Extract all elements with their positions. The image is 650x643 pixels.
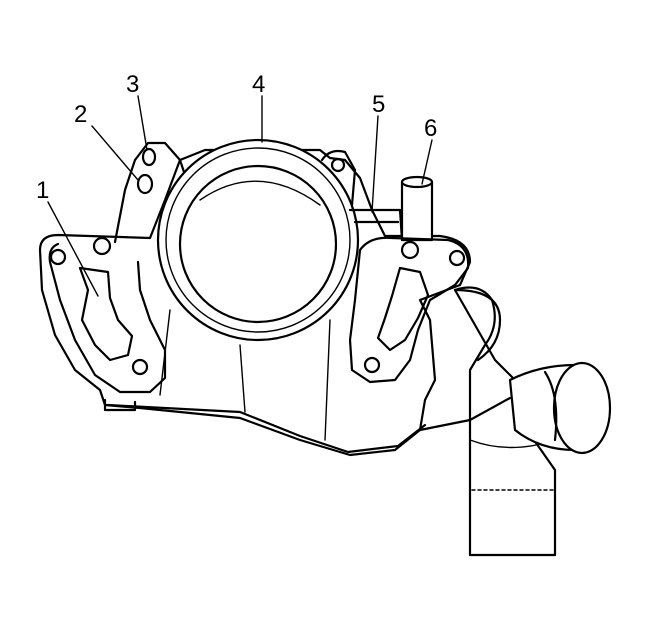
callout-2: 2 xyxy=(74,101,87,128)
right-boss xyxy=(400,240,420,260)
leader-5 xyxy=(371,115,379,213)
inlet-ring-bevel xyxy=(165,147,351,333)
elbow-shoulder xyxy=(453,288,502,362)
callout-6: 6 xyxy=(424,115,437,142)
inlet-inner-ring xyxy=(178,164,338,324)
outlet-neck xyxy=(418,396,512,432)
upper-bracket xyxy=(113,141,188,244)
outlet-cylinder-face xyxy=(552,361,612,455)
right-flange-window xyxy=(376,266,430,352)
top-right-tab xyxy=(320,149,357,207)
leader-1 xyxy=(47,201,99,297)
bracket-hole-3 xyxy=(141,147,157,167)
right-bolt-hole-bottom xyxy=(363,356,381,374)
left-bolt-hole-top xyxy=(49,248,67,266)
callout-5: 5 xyxy=(372,91,385,118)
outlet-cylinder-lip xyxy=(543,370,558,442)
callout-4: 4 xyxy=(252,71,265,98)
left-bolt-hole-bottom xyxy=(131,358,149,376)
leader-2 xyxy=(91,125,139,181)
callout-3: 3 xyxy=(126,71,139,98)
inlet-shade xyxy=(199,180,321,206)
inlet-outer-ring xyxy=(156,138,360,342)
outlet-elbow xyxy=(453,286,557,557)
bracket-hole-2 xyxy=(136,173,154,195)
leader-6 xyxy=(421,139,433,185)
heater-outlet-mouth xyxy=(400,175,434,189)
right-bolt-hole-top xyxy=(448,249,466,267)
leader-3 xyxy=(137,95,148,151)
left-flange-window xyxy=(78,266,134,362)
right-mount-flange xyxy=(348,236,470,384)
left-boss xyxy=(92,236,112,256)
left-mount-flange xyxy=(48,242,167,394)
lower-notch xyxy=(103,398,137,412)
heater-outlet-pipe xyxy=(400,180,434,242)
top-right-tab-hole xyxy=(330,157,346,173)
callout-1: 1 xyxy=(36,177,49,204)
lower-skirt xyxy=(106,403,427,454)
lower-skirt-inner xyxy=(159,309,331,441)
